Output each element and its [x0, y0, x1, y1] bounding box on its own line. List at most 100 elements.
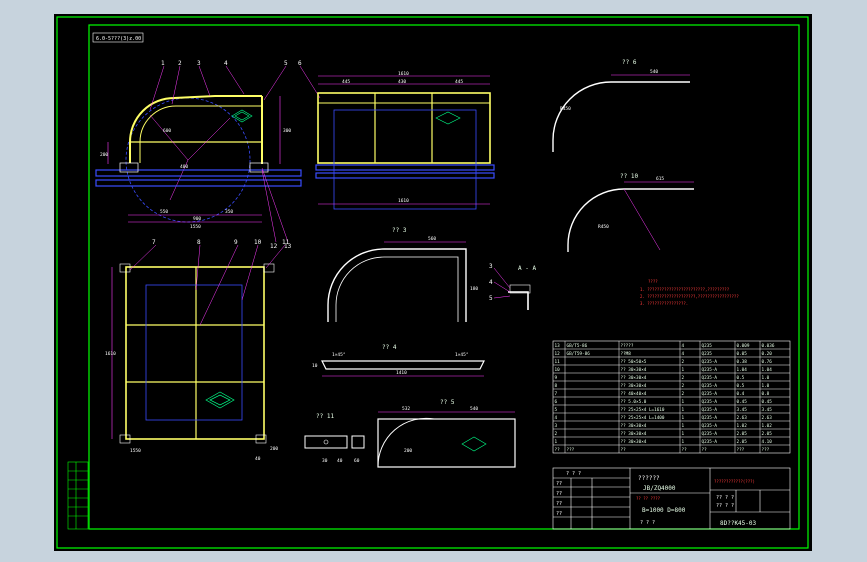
bom-cell: ?? 25×25×4 L=1610 — [621, 407, 665, 413]
section-angle — [508, 291, 529, 310]
bom-cell: Q235-A — [702, 431, 718, 437]
view10-label: ?? 10 — [620, 173, 638, 180]
bom-cell: 0.009 — [737, 343, 750, 349]
title-company: ????????????(???) — [714, 479, 755, 484]
bom-cell: 4.10 — [762, 439, 773, 445]
radius-line — [149, 114, 189, 161]
plan-view[interactable]: 1610 1550 40 200 7 8 9 10 11 — [105, 239, 290, 462]
view11-hole — [323, 439, 329, 445]
bom-cell: 6 — [555, 399, 558, 405]
plan-blue-box — [145, 284, 243, 421]
bom-cell: Q235-A — [702, 423, 718, 429]
drawing-tag-label: 6.0-5???(3)z.00 — [96, 36, 141, 42]
view3-label: ?? 3 — [392, 227, 407, 234]
detail-view-3[interactable]: ?? 3 560 180 — [327, 227, 478, 322]
guard-arc-outer — [129, 95, 262, 163]
plan-dim-3: 200 — [270, 446, 278, 452]
mesh-panel — [231, 109, 253, 123]
mesh-panel — [209, 394, 231, 406]
bom-cell: Q235 — [702, 351, 713, 357]
bom-cell: ?? — [555, 447, 561, 453]
bom-cell: 0.38 — [737, 359, 748, 365]
bom-cell: 4 — [555, 415, 558, 421]
corner-plate — [119, 263, 131, 273]
detail-view-4[interactable]: ?? 4 1×45° 1×45° 1410 10 — [312, 344, 485, 377]
front-frame — [317, 92, 491, 164]
bom-cell: ?? 30×30×4 — [621, 423, 647, 429]
main-dim-2: 900 — [193, 216, 201, 222]
plan-frame — [125, 266, 265, 440]
main-callout-6: 6 — [298, 60, 302, 67]
main-callout-4: 4 — [224, 60, 228, 67]
bom-cell: 1 — [682, 415, 685, 421]
front-view[interactable]: 1610 445 430 445 1610 — [315, 71, 495, 210]
mesh-panel — [461, 436, 487, 452]
view10-dim: 615 — [656, 176, 664, 182]
plan-dim-2: 40 — [255, 456, 261, 462]
front-dim-top-1: 445 — [342, 79, 350, 85]
detail-view-5[interactable]: ?? 5 532 540 200 — [377, 399, 516, 468]
bom-cell: 4 — [682, 351, 685, 357]
front-dim-bottom-0: 1610 — [398, 198, 409, 204]
bom-cell: 0.45 — [762, 399, 773, 405]
bom-cell: ??? — [762, 447, 770, 453]
bom-cell: Q235 — [702, 343, 713, 349]
bom-cell: 2 — [682, 359, 685, 365]
section-a-a[interactable]: A - A 3 4 5 — [489, 263, 536, 310]
bom-cell: 0.5 — [737, 375, 745, 381]
bom-cell: 2 — [682, 391, 685, 397]
section-callout-3: 3 — [489, 263, 493, 270]
bom-cell: Q235-A — [702, 375, 718, 381]
front-dim-top-2: 430 — [398, 79, 406, 85]
section-profile — [509, 284, 531, 294]
main-callout-1: 1 — [161, 60, 165, 67]
bom-cell: 1 — [555, 439, 558, 445]
main-side-view[interactable]: 550 350 900 1550 300 200 600 400 1 2 3 4… — [95, 60, 321, 250]
bom-cell: ??? — [737, 447, 745, 453]
main-callout-5: 5 — [284, 60, 288, 67]
detail-view-11[interactable]: ?? 11 30 40 60 — [304, 413, 365, 464]
drawing-canvas — [54, 14, 812, 551]
front-beam — [315, 164, 495, 171]
view11-label: ?? 11 — [316, 413, 334, 420]
bom-cell: 1 — [682, 367, 685, 373]
view4-ht: 10 — [312, 363, 318, 369]
bom-cell: 8 — [555, 383, 558, 389]
main-dim-5: 200 — [100, 152, 108, 158]
bom-cell: ?? 30×30×4 — [621, 439, 647, 445]
detail-view-6[interactable]: ?? 6 540 R450 — [552, 59, 690, 152]
bom-cell: Q235-A — [702, 399, 718, 405]
bom-cell: 2 — [682, 375, 685, 381]
bom-cell: 13 — [555, 343, 561, 349]
technical-notes: ???? 1. ????????????????????????,???????… — [640, 279, 739, 306]
view3-inner — [335, 256, 459, 322]
main-callout-3: 3 — [197, 60, 201, 67]
drawing-tag-box — [92, 32, 144, 43]
main-dim-1: 350 — [225, 209, 233, 215]
bom-cell: 2.63 — [737, 415, 748, 421]
bom-cell: 2.05 — [762, 431, 773, 437]
detail-view-10[interactable]: ?? 10 615 R450 — [567, 173, 694, 252]
view4-label: ?? 4 — [382, 344, 397, 351]
bom-cell: ?? 30×30×4 — [621, 367, 647, 373]
view5-d3: 200 — [404, 448, 412, 454]
bom-cell: Q235-A — [702, 367, 718, 373]
bom-cell: 0.036 — [762, 343, 775, 349]
main-dim-3: 1550 — [190, 224, 201, 230]
bom-cell: ?? 30×30×4 — [621, 431, 647, 437]
view5-arc — [377, 417, 435, 468]
plan-callout-7: 7 — [152, 239, 156, 246]
main-dim-4: 300 — [283, 128, 291, 134]
bom-cell: ?? 30×30×4 — [621, 375, 647, 381]
bom-cell: ?? 30×30×4 — [621, 383, 647, 389]
plan-callout-10: 10 — [254, 239, 262, 246]
title-spec2: B=1000 D=800 — [642, 507, 686, 514]
title-model: JB/ZQ4000 — [643, 485, 676, 492]
front-beam — [315, 172, 495, 179]
bom-cell: ?? — [682, 447, 688, 453]
bom-cell: 0.4 — [737, 391, 745, 397]
bom-cell: 0.20 — [762, 351, 773, 357]
bom-cell: ?? 50×50×5 — [621, 359, 647, 365]
